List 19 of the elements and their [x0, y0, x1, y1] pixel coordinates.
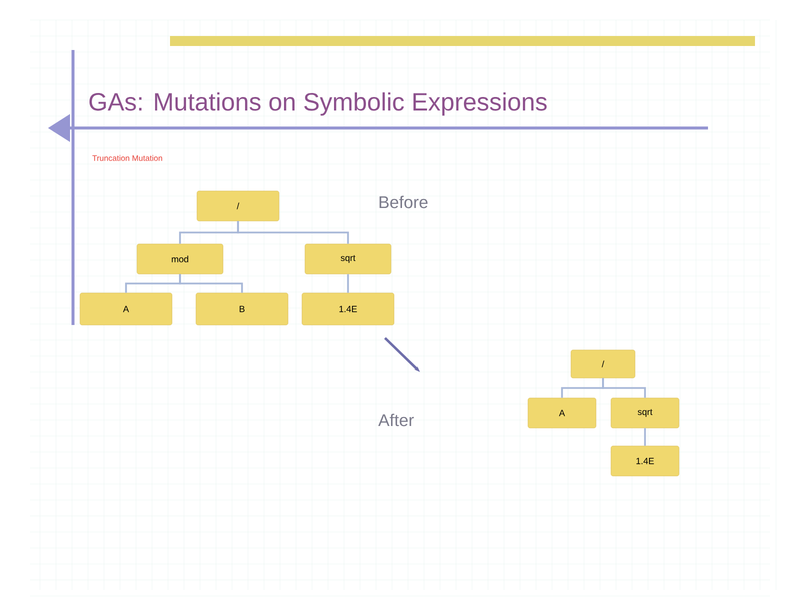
tree-node-box: A [80, 292, 172, 326]
tree-node-box: B [196, 292, 288, 326]
tree-node-box: mod [136, 244, 224, 274]
tree-connector [237, 221, 349, 244]
subtitle: Truncation Mutation [92, 155, 162, 161]
tree-connector [179, 274, 243, 293]
tree-node-box: 1.4E [302, 292, 394, 326]
tree-connector [602, 378, 646, 398]
tree-node-box: / [196, 190, 280, 222]
after-label: After [378, 414, 414, 426]
before-label: Before [380, 196, 428, 208]
tree-connector [347, 274, 349, 293]
tree-node-box: A [528, 398, 596, 428]
tree-node-box: 1.4E [610, 446, 680, 476]
tree-node-box: / [570, 350, 636, 378]
tree-connector [644, 428, 646, 446]
tree-node-box: sqrt [610, 398, 680, 428]
tree-node-box: sqrt [304, 244, 392, 274]
slide-title: GAs: Mutations on Symbolic Expressions [89, 92, 547, 116]
